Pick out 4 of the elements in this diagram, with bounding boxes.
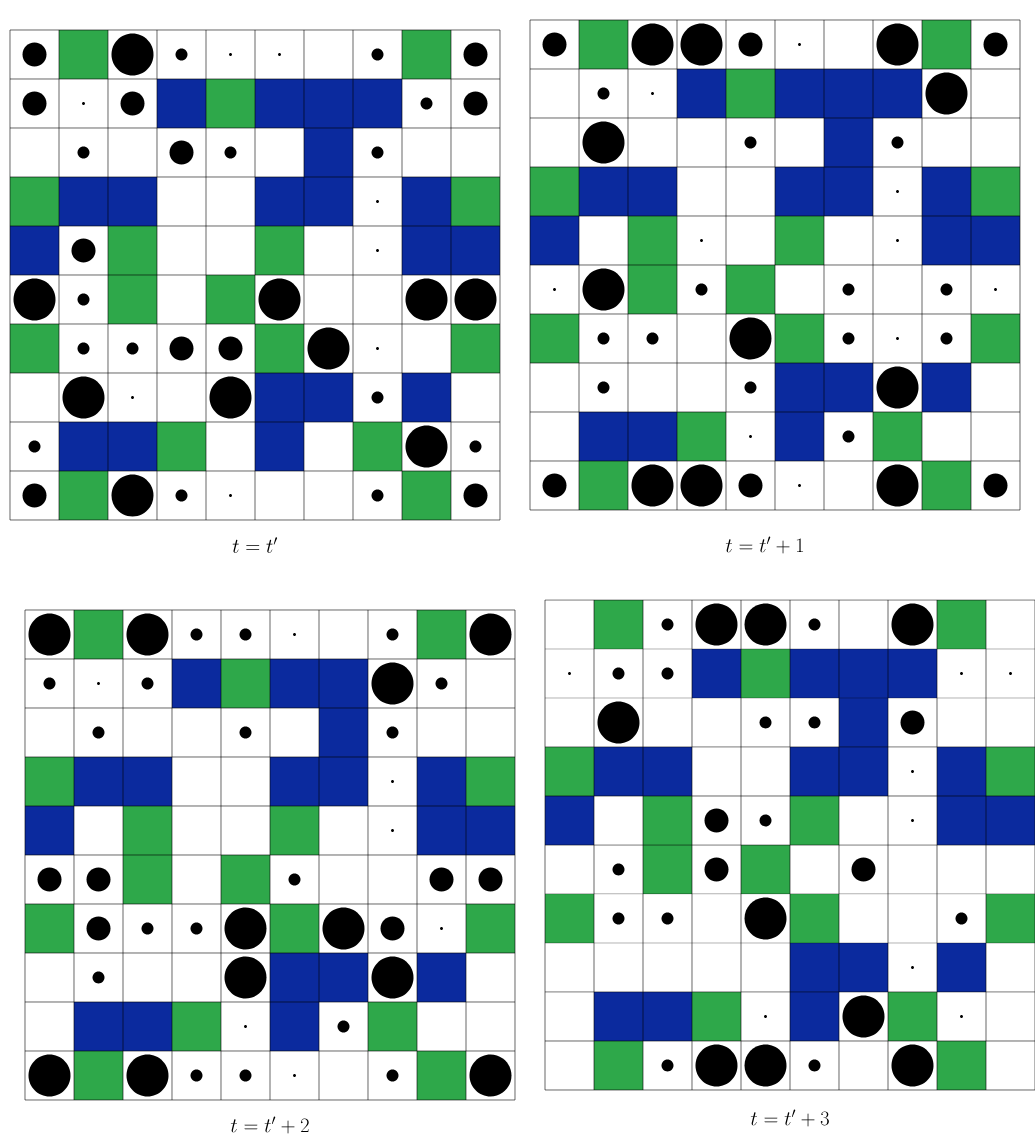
- caption: $t = t' + 2$: [228, 1114, 312, 1136]
- caption: $t = t' + 1$: [723, 534, 807, 556]
- caption: $t = t' + 3$: [748, 1107, 832, 1129]
- caption: $t = t'$: [230, 535, 280, 555]
